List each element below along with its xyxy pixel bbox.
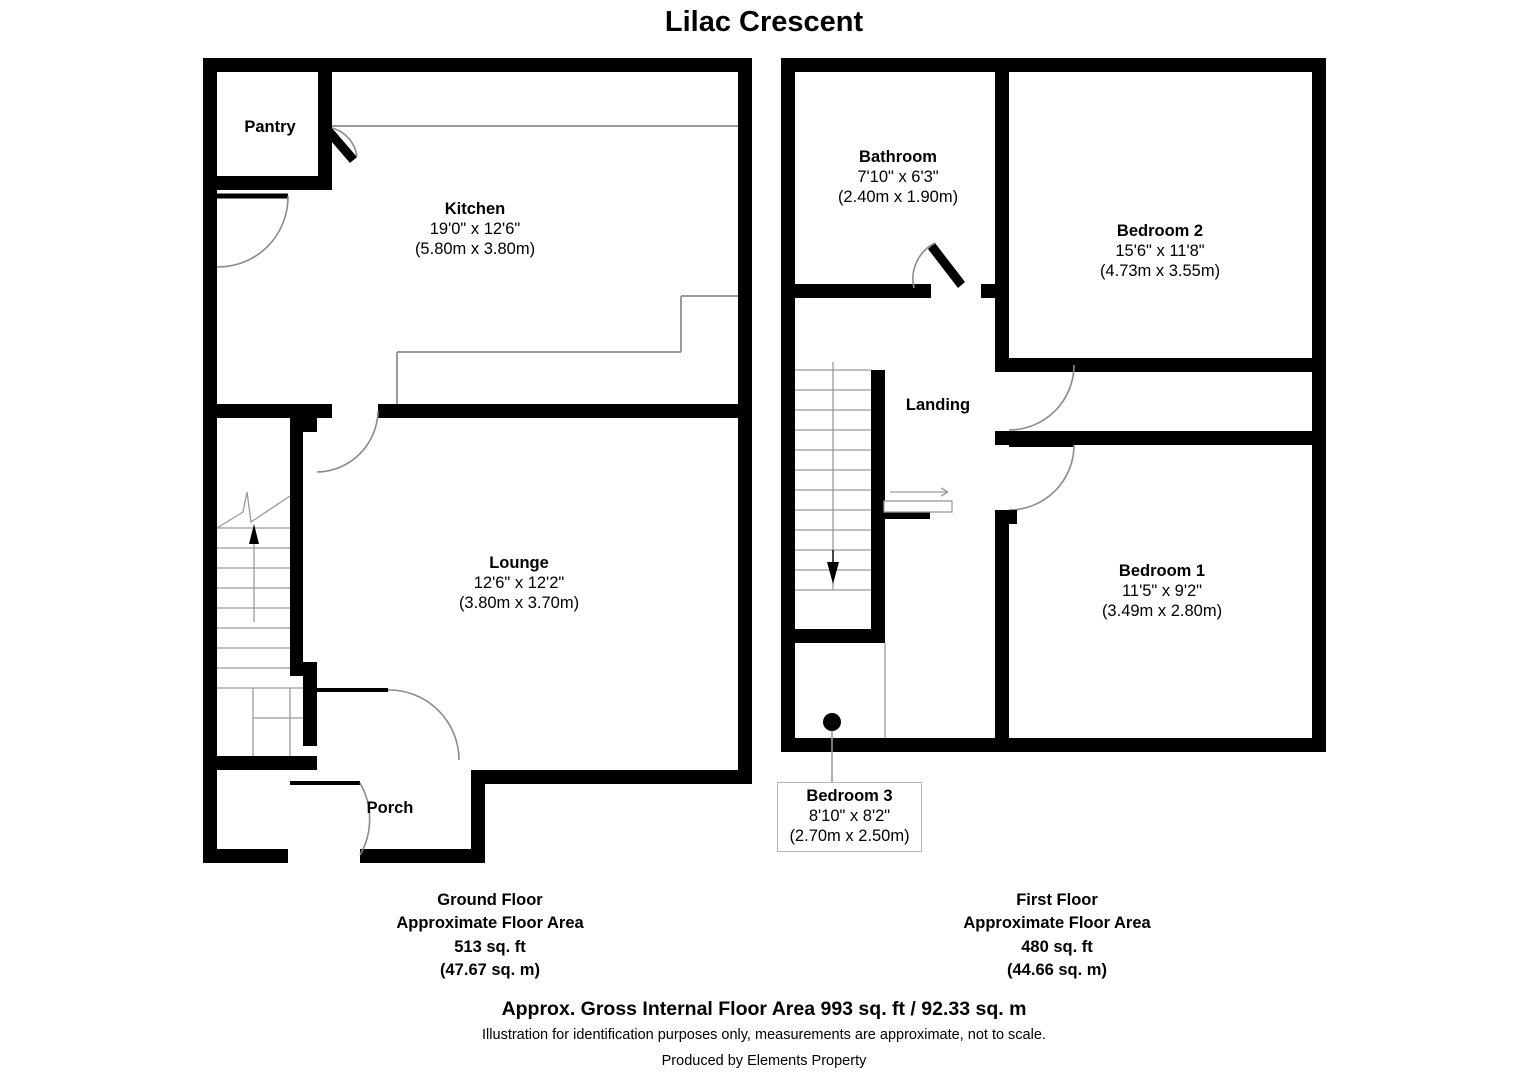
floor-name-first: First Floor [1016,891,1098,909]
producer-credit: Produced by Elements Property [661,1053,867,1069]
floor-area-sqft-first: 480 sq. ft [1021,937,1093,956]
room-name-bedroom-3: Bedroom 3 [806,787,893,805]
room-label-kitchen: Kitchen 19'0" x 12'6" (5.80m x 3.80m) [380,199,570,259]
room-dim-m-bedroom-2: (4.73m x 3.55m) [1099,262,1221,281]
room-dim-m-bedroom-1: (3.49m x 2.80m) [1101,602,1223,621]
page-title: Lilac Crescent [664,6,864,38]
floor-area-sqm-ground: (47.67 sq. m) [440,961,540,980]
room-name-porch: Porch [366,799,414,817]
room-dim-m-bathroom: (2.40m x 1.90m) [837,188,959,207]
room-dim-ft-bedroom-3: 8'10" x 8'2" [808,807,891,826]
first-floor-staircase [795,362,871,591]
floor-area-sqft-ground: 513 sq. ft [454,937,526,956]
room-label-porch: Porch [325,798,455,818]
gross-internal-area: Approx. Gross Internal Floor Area 993 sq… [501,998,1027,1020]
room-callout-bedroom-3: Bedroom 3 8'10" x 8'2" (2.70m x 2.50m) [777,782,922,853]
room-name-landing: Landing [905,396,971,414]
room-name-lounge: Lounge [489,554,549,572]
room-dim-m-lounge: (3.80m x 3.70m) [458,594,580,613]
room-dim-ft-bedroom-2: 15'6" x 11'8" [1115,242,1205,261]
room-dim-ft-lounge: 12'6" x 12'2" [473,574,565,593]
room-label-bedroom-2: Bedroom 2 15'6" x 11'8" (4.73m x 3.55m) [1060,221,1260,281]
floor-area-label-ground: Approximate Floor Area [396,914,584,933]
ground-floor-drawing [203,58,752,863]
floor-summary-first: First Floor Approximate Floor Area 480 s… [907,889,1207,983]
room-label-bathroom: Bathroom 7'10" x 6'3" (2.40m x 1.90m) [798,147,998,207]
floor-area-label-first: Approximate Floor Area [963,914,1151,933]
room-label-landing: Landing [878,395,998,415]
room-label-pantry: Pantry [205,117,335,137]
floor-summary-ground: Ground Floor Approximate Floor Area 513 … [340,889,640,983]
room-name-bedroom-2: Bedroom 2 [1116,222,1204,240]
room-dim-m-kitchen: (5.80m x 3.80m) [414,240,536,259]
floor-area-sqm-first: (44.66 sq. m) [1007,961,1107,980]
room-name-bedroom-1: Bedroom 1 [1118,562,1206,580]
ground-floor-staircase [216,491,303,756]
room-dim-ft-bedroom-1: 11'5" x 9'2" [1121,582,1203,601]
room-name-kitchen: Kitchen [444,200,506,218]
room-dim-ft-kitchen: 19'0" x 12'6" [429,220,521,239]
room-label-bedroom-1: Bedroom 1 11'5" x 9'2" (3.49m x 2.80m) [1062,561,1262,621]
room-name-bathroom: Bathroom [859,148,937,166]
room-dim-m-bedroom-3: (2.70m x 2.50m) [789,827,910,846]
floor-name-ground: Ground Floor [437,891,543,909]
disclaimer-text: Illustration for identification purposes… [482,1027,1046,1043]
room-dim-ft-bathroom: 7'10" x 6'3" [857,168,939,187]
room-label-lounge: Lounge 12'6" x 12'2" (3.80m x 3.70m) [424,553,614,613]
room-name-pantry: Pantry [244,118,296,136]
first-floor-drawing [781,58,1326,783]
